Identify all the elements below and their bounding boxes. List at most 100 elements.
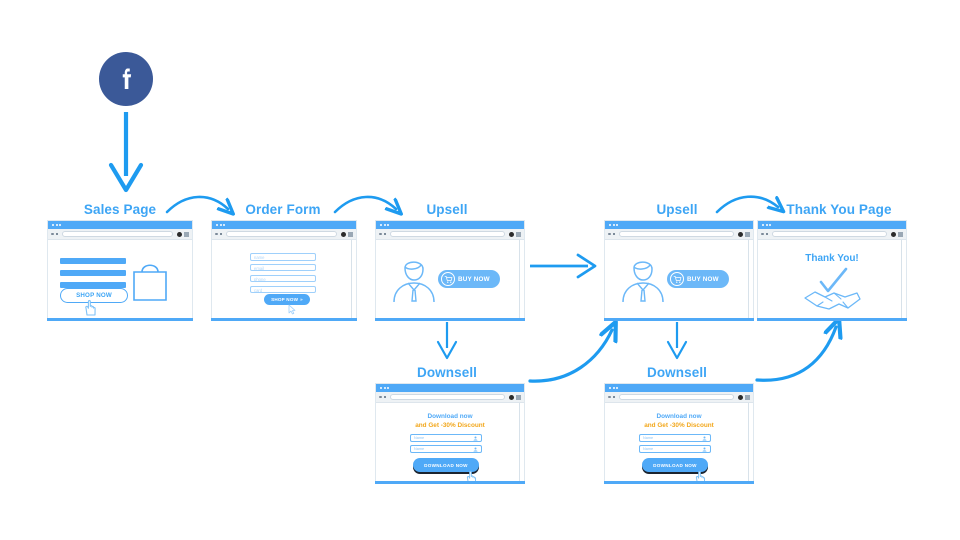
forward-dot-icon[interactable] <box>765 232 768 236</box>
back-dot-icon[interactable] <box>379 232 382 236</box>
window-upsell-2[interactable]: BUY NOW <box>604 220 754 321</box>
downsell-fields: Name Name <box>639 434 711 453</box>
window-base-bar <box>47 318 193 321</box>
browser-frame: BUY NOW <box>375 220 525 318</box>
titlebar <box>48 221 192 229</box>
titlebar <box>605 221 753 229</box>
window-upsell-1[interactable]: BUY NOW <box>375 220 525 321</box>
browser-toolbar <box>758 229 906 240</box>
person-small-icon <box>473 447 478 451</box>
downsell-fields: Name Name <box>410 434 482 453</box>
menu-square-icon[interactable] <box>745 231 750 237</box>
download-now-button[interactable]: DOWNLOAD NOW <box>413 458 479 472</box>
shop-now-button[interactable]: SHOP NOW <box>60 288 128 303</box>
browser-frame: Thank You! <box>757 220 907 318</box>
titlebar <box>376 384 524 392</box>
field-name-1[interactable]: Name <box>410 434 482 442</box>
window-downsell-2[interactable]: Download now and Get -30% Discount Name … <box>604 383 754 484</box>
browser-frame: Download now and Get -30% Discount Name … <box>375 383 525 481</box>
titlebar <box>376 221 524 229</box>
browser-toolbar <box>605 392 753 403</box>
person-small-icon <box>702 447 707 451</box>
back-dot-icon[interactable] <box>608 395 611 399</box>
forward-dot-icon[interactable] <box>612 232 615 236</box>
field-name-2[interactable]: Name <box>410 445 482 453</box>
forward-dot-icon[interactable] <box>55 232 58 236</box>
field-phone[interactable]: phone <box>250 274 316 283</box>
field-name[interactable]: name <box>250 253 316 261</box>
arrow-downsell2-to-thankyou <box>755 327 836 382</box>
shop-now-label: SHOP NOW <box>271 297 299 302</box>
forward-dot-icon[interactable] <box>383 232 386 236</box>
window-base-bar <box>757 318 907 321</box>
menu-square-icon[interactable] <box>898 231 903 237</box>
arrow-downsell1-to-upsell2 <box>528 330 612 383</box>
field-placeholder: Name <box>414 436 425 440</box>
facebook-icon[interactable] <box>99 52 153 106</box>
forward-dot-icon[interactable] <box>219 232 222 236</box>
back-dot-icon[interactable] <box>51 232 54 236</box>
arrow-sales-to-order <box>165 195 228 212</box>
window-sales-page[interactable]: SHOP NOW <box>47 220 193 321</box>
scrollbar[interactable] <box>519 240 524 318</box>
chevron-right-icon: » <box>300 297 303 302</box>
page-body: BUY NOW <box>605 240 753 318</box>
field-email[interactable]: email <box>250 263 316 272</box>
field-placeholder: Name <box>643 447 654 451</box>
menu-square-icon[interactable] <box>516 231 521 237</box>
back-dot-icon[interactable] <box>215 232 218 236</box>
arrow-order-to-upsell1 <box>333 195 396 212</box>
buy-now-button[interactable]: BUY NOW <box>438 270 500 288</box>
url-bar[interactable] <box>772 231 887 237</box>
arrow-facebook-to-sales-page <box>108 112 144 193</box>
label-downsell-1: Downsell <box>416 365 478 380</box>
shopping-cart-icon <box>441 272 455 286</box>
url-bar[interactable] <box>62 231 173 237</box>
page-body: BUY NOW <box>376 240 524 318</box>
url-bar[interactable] <box>390 231 505 237</box>
shop-now-button[interactable]: SHOP NOW » <box>264 294 310 305</box>
pointer-cursor-icon <box>288 304 296 315</box>
window-downsell-1[interactable]: Download now and Get -30% Discount Name … <box>375 383 525 484</box>
download-now-button[interactable]: DOWNLOAD NOW <box>642 458 708 472</box>
browser-frame: BUY NOW <box>604 220 754 318</box>
url-bar[interactable] <box>619 394 734 400</box>
record-circle-icon <box>738 394 743 400</box>
url-bar[interactable] <box>619 231 734 237</box>
buy-now-button[interactable]: BUY NOW <box>667 270 729 288</box>
handshake-icon <box>801 266 863 318</box>
page-body: Thank You! <box>758 240 906 318</box>
window-thank-you[interactable]: Thank You! <box>757 220 907 321</box>
back-dot-icon[interactable] <box>761 232 764 236</box>
field-name-2[interactable]: Name <box>639 445 711 453</box>
text-placeholder-bars <box>60 258 126 288</box>
forward-dot-icon[interactable] <box>612 395 615 399</box>
menu-square-icon[interactable] <box>745 394 750 400</box>
buy-now-label: BUY NOW <box>458 275 490 283</box>
menu-square-icon[interactable] <box>348 231 353 237</box>
back-dot-icon[interactable] <box>608 232 611 236</box>
page-body: Download now and Get -30% Discount Name … <box>605 403 753 481</box>
window-base-bar <box>375 318 525 321</box>
scrollbar[interactable] <box>748 240 753 318</box>
label-downsell-2: Downsell <box>646 365 708 380</box>
person-icon <box>392 252 436 309</box>
menu-square-icon[interactable] <box>516 394 521 400</box>
shopping-cart-icon <box>670 272 684 286</box>
window-order-form[interactable]: name email phone card SHOP NOW » <box>211 220 357 321</box>
menu-square-icon[interactable] <box>184 231 189 237</box>
window-base-bar <box>211 318 357 321</box>
scrollbar[interactable] <box>748 403 753 481</box>
field-placeholder: Name <box>414 447 425 451</box>
back-dot-icon[interactable] <box>379 395 382 399</box>
browser-toolbar <box>212 229 356 240</box>
scrollbar[interactable] <box>901 240 906 318</box>
url-bar[interactable] <box>390 394 505 400</box>
url-bar[interactable] <box>226 231 337 237</box>
scrollbar[interactable] <box>519 403 524 481</box>
scrollbar[interactable] <box>351 240 356 318</box>
forward-dot-icon[interactable] <box>383 395 386 399</box>
field-name-1[interactable]: Name <box>639 434 711 442</box>
field-card[interactable]: card <box>250 285 316 294</box>
